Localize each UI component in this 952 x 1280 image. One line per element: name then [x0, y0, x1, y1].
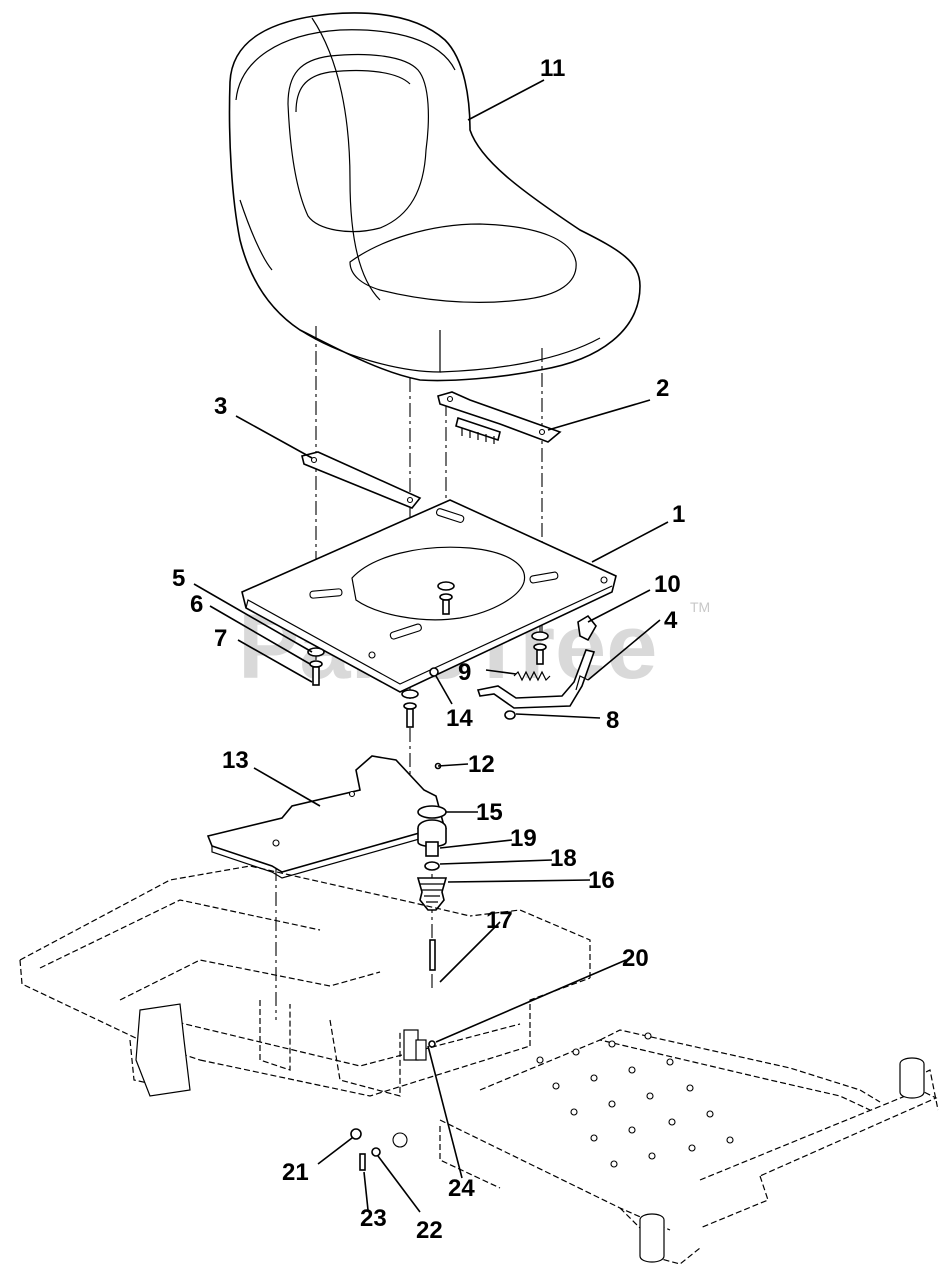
part-strap-3 — [301, 451, 422, 509]
leader-lines — [193, 79, 669, 1213]
callout-24: 24 — [448, 1175, 475, 1202]
part-lever-assembly — [476, 614, 597, 720]
callout-12: 12 — [468, 751, 495, 778]
part-mount-plate-13 — [206, 755, 445, 879]
callout-19: 19 — [510, 825, 537, 852]
watermark-trademark: TM — [690, 599, 710, 615]
callout-11: 11 — [540, 55, 565, 82]
part-bumper-stack — [416, 805, 448, 971]
callout-21: 21 — [282, 1159, 309, 1186]
tractor-frame — [19, 865, 939, 1265]
part-bracket-2 — [437, 391, 562, 444]
callout-22: 22 — [416, 1217, 443, 1244]
part-seat — [228, 12, 641, 382]
callout-18: 18 — [550, 845, 577, 872]
callout-1: 1 — [672, 501, 685, 528]
callout-6: 6 — [190, 591, 203, 618]
callouts: 1 2 3 4 5 6 7 8 9 10 11 12 13 14 15 16 1… — [172, 55, 685, 1244]
fasteners-top — [307, 581, 549, 728]
callout-13: 13 — [222, 747, 249, 774]
callout-3: 3 — [214, 393, 227, 420]
callout-2: 2 — [656, 375, 669, 402]
callout-7: 7 — [214, 625, 227, 652]
callout-17: 17 — [486, 907, 513, 934]
callout-4: 4 — [664, 607, 678, 634]
callout-5: 5 — [172, 565, 185, 592]
callout-10: 10 — [654, 571, 681, 598]
callout-23: 23 — [360, 1205, 387, 1232]
callout-15: 15 — [476, 799, 503, 826]
callout-16: 16 — [588, 867, 615, 894]
callout-8: 8 — [606, 707, 619, 734]
callout-14: 14 — [446, 705, 473, 732]
callout-20: 20 — [622, 945, 649, 972]
part-seat-pan-1 — [241, 499, 617, 693]
callout-9: 9 — [458, 659, 471, 686]
small-hardware — [350, 1040, 436, 1171]
